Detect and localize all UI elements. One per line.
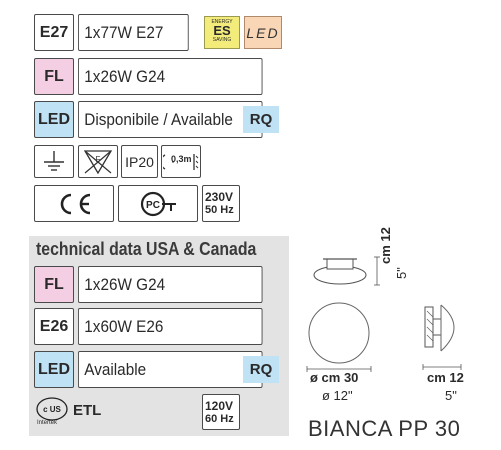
frequency-value: 50 Hz <box>205 204 234 216</box>
usa-voltage-box: 120V 60 Hz <box>202 394 240 430</box>
svg-text:c US: c US <box>43 405 61 414</box>
distance-label: 0,3m <box>171 154 192 164</box>
diameter-inch-label: ø 12" <box>322 388 353 403</box>
ground-symbol-box <box>34 145 74 178</box>
e27-code: E27 <box>34 14 74 51</box>
usa-e26-code: E26 <box>34 308 74 345</box>
ip20-box: IP20 <box>121 145 158 178</box>
side-view-drawing <box>313 256 380 286</box>
pct-box: PC <box>118 185 198 222</box>
usa-section-title: technical data USA & Canada <box>36 239 257 259</box>
usa-led-value: Available <box>78 351 263 388</box>
energy-label: ENERGY <box>211 19 233 25</box>
led-code: LED <box>34 101 74 138</box>
usa-voltage-value: 120V <box>205 398 234 413</box>
e27-value: 1x77W E27 <box>78 14 189 51</box>
voltage-value: 230V <box>205 190 234 204</box>
saving-label: SAVING <box>212 37 232 43</box>
flammable-symbol-box: F <box>78 145 118 178</box>
led-badge: LED <box>244 16 282 49</box>
usa-led-availability: Available <box>84 359 147 379</box>
height-cm-label: cm 12 <box>378 227 393 264</box>
svg-text:PC: PC <box>146 200 160 211</box>
svg-text:F: F <box>96 155 101 164</box>
depth-cm-label: cm 12 <box>427 370 464 385</box>
fl-value: 1x26W G24 <box>78 58 263 95</box>
usa-fl-value: 1x26W G24 <box>78 266 263 303</box>
etl-label: ETL <box>73 402 102 419</box>
etl-certification: c US ETL Intertek <box>35 396 115 430</box>
ce-mark-icon <box>60 193 91 214</box>
distance-box: 0,3m <box>161 145 201 178</box>
led-availability: Disponibile / Available <box>84 109 233 129</box>
etl-logo-icon: c US <box>36 397 68 421</box>
ce-box <box>34 185 114 222</box>
usa-frequency-value: 60 Hz <box>205 412 234 425</box>
depth-inch-label: 5" <box>445 388 457 403</box>
profile-view-drawing <box>422 304 462 370</box>
usa-e26-value: 1x60W E26 <box>78 308 263 345</box>
ip-rating: IP20 <box>125 153 154 170</box>
usa-fl-code: FL <box>34 266 74 303</box>
usa-led-code: LED <box>34 351 74 388</box>
usa-rq-badge: RQ <box>243 356 279 383</box>
rq-badge: RQ <box>243 106 279 133</box>
technical-drawing <box>306 256 462 372</box>
led-value: Disponibile / Available <box>78 101 263 138</box>
diameter-cm-label: ø cm 30 <box>310 370 359 385</box>
pct-mark-icon: PC <box>140 191 176 216</box>
es-label: ES <box>213 23 231 38</box>
voltage-box: 230V 50 Hz <box>202 185 240 222</box>
height-inch-label: 5" <box>394 267 409 279</box>
model-name: BIANCA PP 30 <box>308 416 461 441</box>
intertek-label: Intertek <box>37 420 58 426</box>
energy-saving-badge: ENERGY ES SAVING <box>204 16 240 49</box>
front-view-drawing <box>306 302 372 372</box>
fl-code: FL <box>34 58 74 95</box>
distance-icon <box>163 153 199 170</box>
ground-icon <box>44 150 64 171</box>
no-flammable-surface-icon: F <box>83 149 113 174</box>
